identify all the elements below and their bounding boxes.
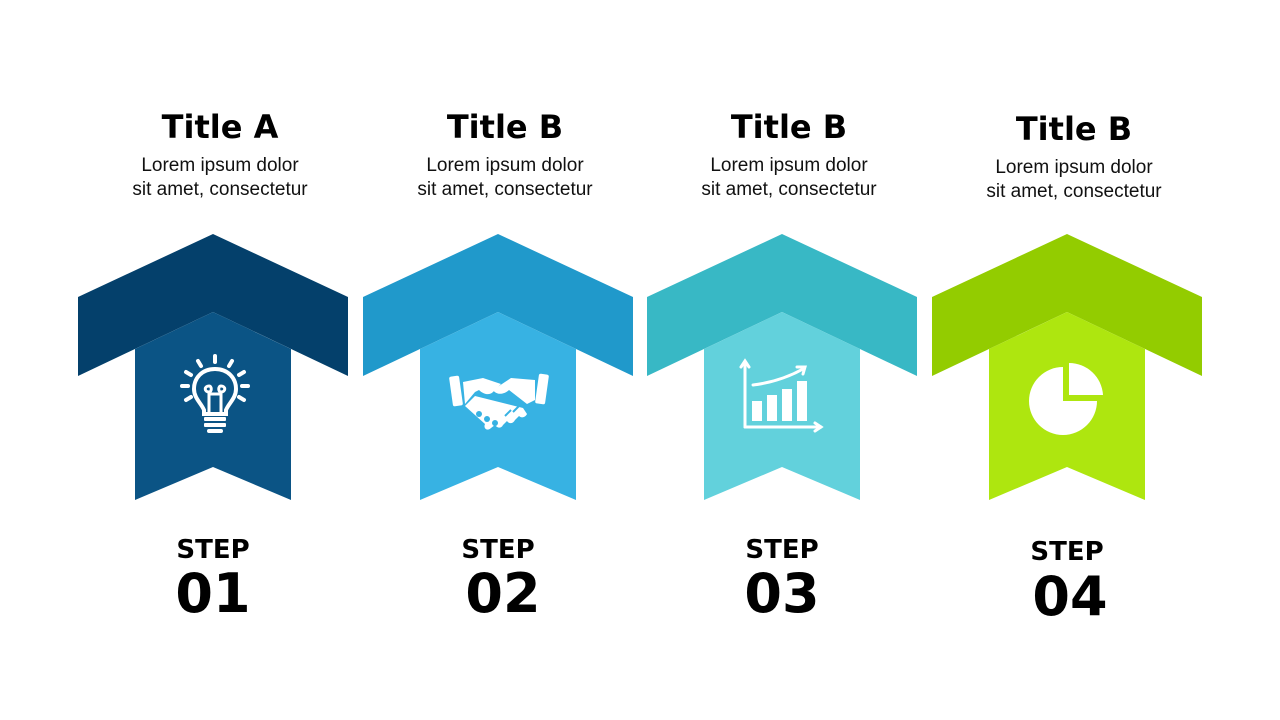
growth-chart-icon [739, 357, 825, 438]
step-label: STEP [176, 535, 250, 565]
step-title: Title B [1015, 110, 1133, 148]
step-description-line: Lorem ipsum dolor [710, 155, 868, 176]
step-title: Title B [446, 108, 564, 146]
step-description-line: Lorem ipsum dolor [426, 155, 584, 176]
lightbulb-icon [180, 354, 250, 439]
step-description-line: Lorem ipsum dolor [995, 157, 1153, 178]
step-description-line: sit amet, consectetur [417, 179, 593, 200]
step-label: STEP [1030, 537, 1104, 567]
step-title: Title B [730, 108, 848, 146]
arrow-inner-ribbon [135, 312, 291, 500]
step-description-line: sit amet, consectetur [701, 179, 877, 200]
step-number: 04 [1032, 565, 1108, 628]
arrow-outer-chevron [647, 234, 917, 376]
step-number: 02 [465, 562, 541, 625]
step-2: Title B Lorem ipsum dolor sit amet, cons… [363, 0, 647, 720]
step-description-line: Lorem ipsum dolor [141, 155, 299, 176]
step-4: Title B Lorem ipsum dolor sit amet, cons… [932, 0, 1216, 720]
step-description: Lorem ipsum dolor sit amet, consectetur [78, 154, 362, 202]
step-description: Lorem ipsum dolor sit amet, consectetur [363, 154, 647, 202]
step-title: Title A [161, 108, 279, 146]
step-number: 03 [744, 562, 820, 625]
step-number: 01 [175, 562, 251, 625]
arrow-outer-chevron [363, 234, 633, 376]
arrow-outer-chevron [78, 234, 348, 376]
handshake-icon [449, 370, 549, 443]
pie-chart-icon [1029, 361, 1105, 442]
step-description-line: sit amet, consectetur [132, 179, 308, 200]
step-label: STEP [745, 535, 819, 565]
step-description: Lorem ipsum dolor sit amet, consectetur [647, 154, 931, 202]
step-3: Title B Lorem ipsum dolor sit amet, cons… [647, 0, 931, 720]
arrow-outer-chevron [932, 234, 1202, 376]
step-1: Title A Lorem ipsum dolor sit amet, cons… [78, 0, 362, 720]
step-arrow-shape [78, 234, 348, 500]
step-arrow-shape [363, 234, 633, 500]
step-description: Lorem ipsum dolor sit amet, consectetur [932, 156, 1216, 204]
step-description-line: sit amet, consectetur [986, 181, 1162, 202]
step-label: STEP [461, 535, 535, 565]
